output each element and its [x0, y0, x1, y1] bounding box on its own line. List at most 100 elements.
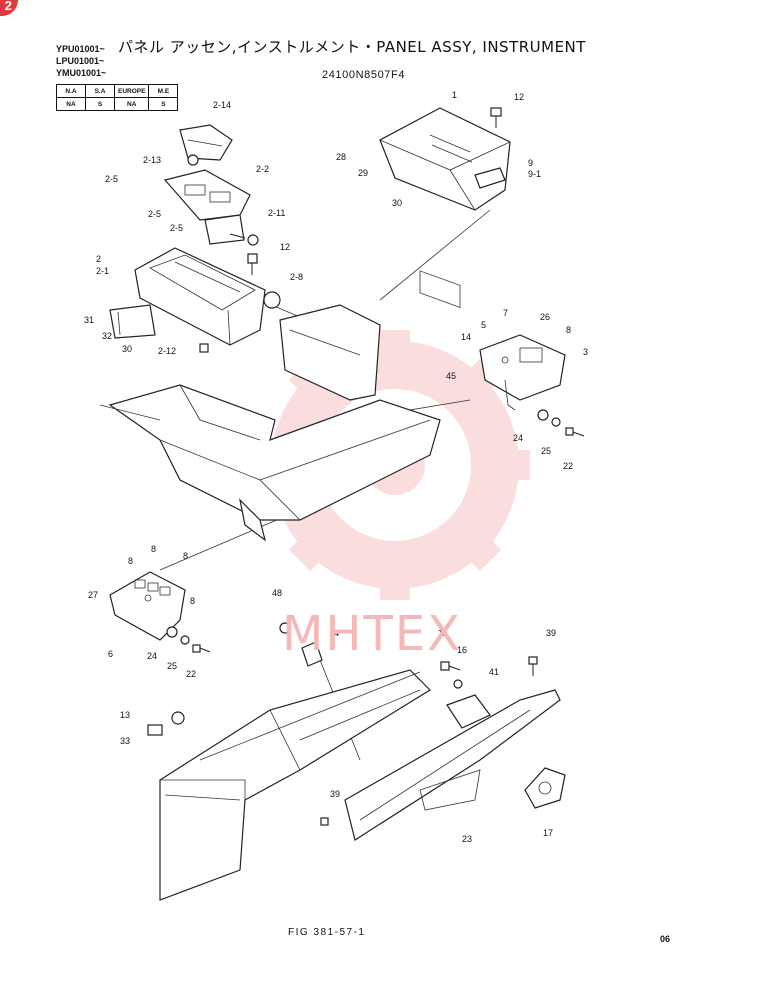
- assembly-part-code: 24100N8507F4: [322, 69, 406, 81]
- callout-label: 8: [151, 544, 156, 554]
- callout-label: 6: [108, 649, 113, 659]
- switch-bracket-6: [109, 571, 186, 641]
- cover-23: [344, 689, 561, 841]
- screw-12-lower: [247, 253, 258, 275]
- callout-label: 1: [452, 90, 457, 100]
- callout-label: 28: [336, 152, 346, 162]
- callout-label: 2-11: [268, 208, 285, 218]
- plate-41: [446, 694, 491, 729]
- instrument-panel-2: [134, 247, 266, 346]
- callout-label: 2-13: [143, 155, 161, 165]
- callout-label: 2-5: [148, 209, 161, 219]
- watermark-gear-tooth: [380, 330, 410, 360]
- callout-label: 24: [513, 433, 523, 443]
- serial-range-1: YPU01001~: [56, 44, 105, 54]
- callout-label: 39: [546, 628, 556, 638]
- callout-label: 23: [462, 834, 472, 844]
- region-value: NA: [113, 97, 150, 111]
- callout-label: 2-2: [256, 164, 269, 174]
- region-table: N.A S.A EUROPE M.E NA S NA S: [56, 84, 179, 111]
- callout-label: 7: [503, 308, 508, 318]
- figure-number: FIG 381-57-1: [288, 927, 366, 938]
- bolt-39-lower: [320, 817, 329, 826]
- washer-24-left: [166, 626, 178, 638]
- callout-label: 12: [514, 92, 524, 102]
- callout-label: 45: [446, 371, 456, 381]
- callout-label: 5: [481, 320, 486, 330]
- callout-label: 31: [84, 315, 94, 325]
- callout-label: 13: [120, 710, 130, 720]
- callout-label: 2-1: [96, 266, 109, 276]
- plate-17: [524, 767, 566, 809]
- callout-label: 41: [489, 667, 499, 677]
- callout-label: 14: [461, 332, 471, 342]
- nut-2-13: [187, 154, 199, 166]
- callout-label: 8: [183, 551, 188, 561]
- callout-label: 8: [128, 556, 133, 566]
- callout-label: 2-8: [290, 272, 303, 282]
- cover-2-14: [179, 124, 233, 161]
- console-frame: [99, 304, 441, 542]
- callout-label: 2-5: [105, 174, 118, 184]
- callout-label: 2: [96, 254, 101, 264]
- label-33: [147, 724, 163, 736]
- callout-label: 30: [122, 344, 132, 354]
- grommet-13: [171, 711, 185, 725]
- serial-range-2: LPU01001~: [56, 56, 105, 66]
- frame-2-2: [163, 169, 251, 245]
- callout-label: 30: [392, 198, 402, 208]
- watermark-gear-tooth: [500, 450, 530, 480]
- guide-line: [379, 209, 491, 301]
- knob-2-8: [263, 291, 281, 309]
- washer-25-left: [180, 635, 190, 645]
- callout-label: 29: [358, 168, 368, 178]
- callout-label: 2-12: [158, 346, 176, 356]
- page-number: 06: [660, 934, 671, 944]
- screw-2-12: [199, 343, 209, 353]
- callout-label: 26: [540, 312, 550, 322]
- cover-31-32: [109, 304, 156, 339]
- region-table-value-row: NA S NA S: [56, 97, 179, 111]
- callout-label: 27: [88, 590, 98, 600]
- callout-label: 25: [541, 446, 551, 456]
- callout-label: 25: [167, 661, 177, 671]
- floor-frame: [159, 669, 431, 901]
- watermark-text: MHTEX: [282, 606, 463, 662]
- callout-label: 17: [543, 828, 553, 838]
- callout-label: 8: [190, 596, 195, 606]
- callout-label: 33: [120, 736, 130, 746]
- callout-label: 24: [147, 651, 157, 661]
- panel-assy-1: [379, 107, 511, 308]
- callout-label: 4: [334, 628, 339, 638]
- watermark-gear-tooth: [458, 528, 502, 572]
- screw-12: [490, 107, 502, 128]
- region-value: S: [148, 97, 179, 111]
- page-title: パネル アッセン,インストルメント・PANEL ASSY, INSTRUMENT: [118, 38, 586, 56]
- serial-range-3: YMU01001~: [56, 68, 107, 78]
- bolt-22-left: [192, 644, 211, 653]
- screw-2-11: [229, 233, 259, 246]
- callout-label: 2-14: [213, 100, 231, 110]
- callout-label: 48: [272, 588, 282, 598]
- washer-16: [453, 679, 463, 689]
- clip-48: [279, 622, 291, 634]
- callout-label: 22: [563, 461, 573, 471]
- watermark-gear-tooth: [380, 570, 410, 600]
- watermark-gear-tooth: [288, 528, 332, 572]
- callout-label: 32: [102, 331, 112, 341]
- washer-24-right: [537, 409, 549, 421]
- callout-label: 11: [438, 628, 447, 638]
- switch-4: [301, 641, 323, 667]
- bolt-39-upper: [528, 656, 538, 676]
- bolt-11: [440, 661, 461, 671]
- bolt-22-right: [565, 427, 585, 437]
- callout-label: 9-1: [528, 169, 541, 179]
- region-header: M.E: [148, 84, 179, 98]
- callout-label: 2-5: [170, 223, 183, 233]
- callout-label: 16: [457, 645, 467, 655]
- callout-label: 9: [528, 158, 533, 168]
- callout-label: 8: [566, 325, 571, 335]
- callout-label: 22: [186, 669, 196, 679]
